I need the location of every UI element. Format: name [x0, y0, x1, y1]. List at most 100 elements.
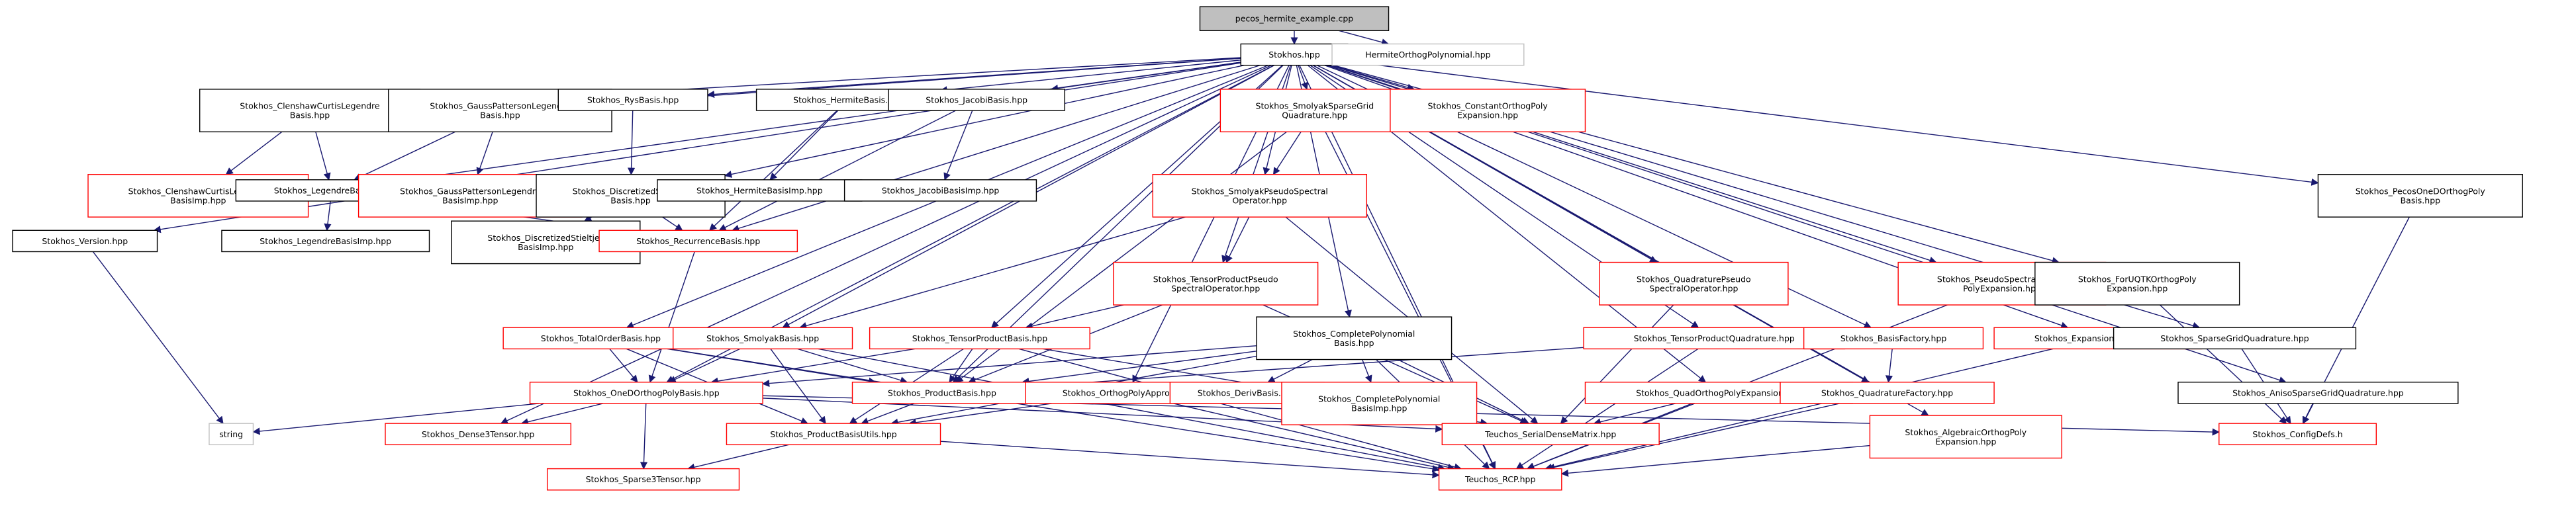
node-oned[interactable]: Stokhos_OneDOrthogPolyBasis.hpp	[529, 382, 763, 404]
node-box-configdefs	[2218, 423, 2377, 446]
node-box-hermiteorthog	[1331, 43, 1525, 66]
edge-clenshaw-to-legendre	[315, 132, 331, 181]
edge-recurrence-to-oned	[648, 251, 695, 383]
node-label-quadorthog: Stokhos_QuadOrthogPolyExpansion.hpp	[1636, 388, 1802, 398]
node-string[interactable]: string	[209, 423, 254, 446]
node-totalorder[interactable]: Stokhos_TotalOrderBasis.hpp	[502, 327, 699, 350]
node-box-completepolyimp	[1281, 382, 1478, 425]
node-box-smolyakpseudo	[1152, 174, 1367, 218]
node-box-hermiteimp	[657, 179, 863, 202]
node-label-recurrence: Stokhos_RecurrenceBasis.hpp	[636, 236, 760, 246]
edge-hermitebasis-to-hermiteimp	[769, 110, 839, 181]
node-label-configdefs: Stokhos_ConfigDefs.h	[2252, 429, 2342, 439]
edge-oned-to-string	[252, 403, 540, 435]
node-box-string	[209, 423, 254, 446]
node-basisfactory[interactable]: Stokhos_BasisFactory.hpp	[1803, 327, 1984, 350]
edge-quadorthog-to-serialdense	[1593, 403, 1676, 426]
node-jacobiimp[interactable]: Stokhos_JacobiBasisImp.hpp	[843, 179, 1037, 202]
node-sparsegridquad[interactable]: Stokhos_SparseGridQuadrature.hpp	[2113, 327, 2357, 350]
node-box-dense3	[385, 423, 571, 446]
node-hermiteorthog[interactable]: HermiteOrthogPolynomial.hpp	[1331, 43, 1525, 66]
edge-orthogapprox-to-rcp	[1173, 403, 1455, 471]
node-label-tensorbasis: Stokhos_TensorProductBasis.hpp	[912, 333, 1048, 343]
node-label-smolyakbasis: Stokhos_SmolyakBasis.hpp	[706, 333, 819, 343]
node-label-pecos: pecos_hermite_example.cpp	[1235, 14, 1354, 24]
node-version[interactable]: Stokhos_Version.hpp	[12, 230, 158, 253]
edge-stokhos-to-rysbasis	[706, 58, 1241, 99]
node-smolyakbasis[interactable]: Stokhos_SmolyakBasis.hpp	[672, 327, 853, 350]
node-label-dense3: Stokhos_Dense3Tensor.hpp	[422, 429, 535, 439]
edge-version-to-string	[92, 251, 224, 425]
node-label-rysbasis: Stokhos_RysBasis.hpp	[587, 95, 679, 105]
edge-stokhos-to-smolyaksparse	[1298, 65, 1308, 90]
node-box-productutils	[726, 423, 941, 446]
node-pecos[interactable]: pecos_hermite_example.cpp	[1199, 6, 1390, 32]
node-rcp[interactable]: Teuchos_RCP.hpp	[1438, 468, 1562, 491]
edge-gausspatterson-to-gausspattersonimp	[476, 132, 493, 175]
node-label-productutils: Stokhos_ProductBasisUtils.hpp	[770, 429, 897, 439]
node-box-legendreimp	[221, 230, 430, 253]
edge-jacobibasis-to-jacobiimp	[943, 110, 973, 181]
edge-jacobibasis-to-recurrence	[718, 110, 956, 231]
node-sparse3[interactable]: Stokhos_Sparse3Tensor.hpp	[546, 468, 740, 491]
node-label-derivbasis: Stokhos_DerivBasis.hpp	[1198, 388, 1297, 398]
node-box-oned	[529, 382, 763, 404]
edge-tensorquad-to-rcp	[1515, 348, 1699, 470]
node-rysbasis[interactable]: Stokhos_RysBasis.hpp	[557, 89, 708, 111]
node-hermiteimp[interactable]: Stokhos_HermiteBasisImp.hpp	[657, 179, 863, 202]
node-label-hermiteimp: Stokhos_HermiteBasisImp.hpp	[696, 185, 823, 195]
node-label-productbasis: Stokhos_ProductBasis.hpp	[888, 388, 996, 398]
node-box-sparse3	[546, 468, 740, 491]
node-quadfactory[interactable]: Stokhos_QuadratureFactory.hpp	[1780, 382, 1995, 404]
node-serialdense[interactable]: Teuchos_SerialDenseMatrix.hpp	[1441, 423, 1660, 446]
node-legendreimp[interactable]: Stokhos_LegendreBasisImp.hpp	[221, 230, 430, 253]
node-label-jacobibasis: Stokhos_JacobiBasis.hpp	[926, 95, 1027, 105]
edge-gausspatterson-to-legendre	[354, 131, 455, 181]
edge-tensorbasis-to-rcp	[1019, 348, 1462, 471]
node-tensorquad[interactable]: Stokhos_TensorProductQuadrature.hpp	[1583, 327, 1846, 350]
node-productutils[interactable]: Stokhos_ProductBasisUtils.hpp	[726, 423, 941, 446]
edge-stokhos-to-pecosone	[1347, 60, 2319, 186]
node-stokhos[interactable]: Stokhos.hpp	[1240, 43, 1349, 66]
node-dense3[interactable]: Stokhos_Dense3Tensor.hpp	[385, 423, 571, 446]
edge-oned-to-sparse3	[640, 403, 648, 470]
edge-discretized-to-discretizedimp	[583, 214, 593, 222]
edge-stokhos-to-dense3	[500, 65, 1272, 424]
edge-completepoly-to-productbasis	[1022, 351, 1257, 385]
edge-oned-to-dense3	[520, 403, 603, 426]
edge-tensorquad-to-productbasis	[1031, 347, 1584, 390]
node-box-completepoly	[1256, 316, 1453, 361]
node-jacobibasis[interactable]: Stokhos_JacobiBasis.hpp	[888, 89, 1065, 111]
node-label-version: Stokhos_Version.hpp	[42, 236, 128, 246]
edge-productutils-to-sparse3	[687, 444, 789, 471]
node-productbasis[interactable]: Stokhos_ProductBasis.hpp	[851, 382, 1033, 404]
edge-stokhos-to-recurrence	[732, 64, 1261, 232]
edge-discretized-to-recurrence	[662, 216, 683, 231]
node-tensorbasis[interactable]: Stokhos_TensorProductBasis.hpp	[869, 327, 1090, 350]
node-configdefs[interactable]: Stokhos_ConfigDefs.h	[2218, 423, 2377, 446]
node-box-forujtk	[2034, 261, 2240, 306]
node-recurrence[interactable]: Stokhos_RecurrenceBasis.hpp	[598, 230, 798, 253]
node-anisosparse[interactable]: Stokhos_AnisoSparseGridQuadrature.hpp	[2177, 382, 2459, 404]
